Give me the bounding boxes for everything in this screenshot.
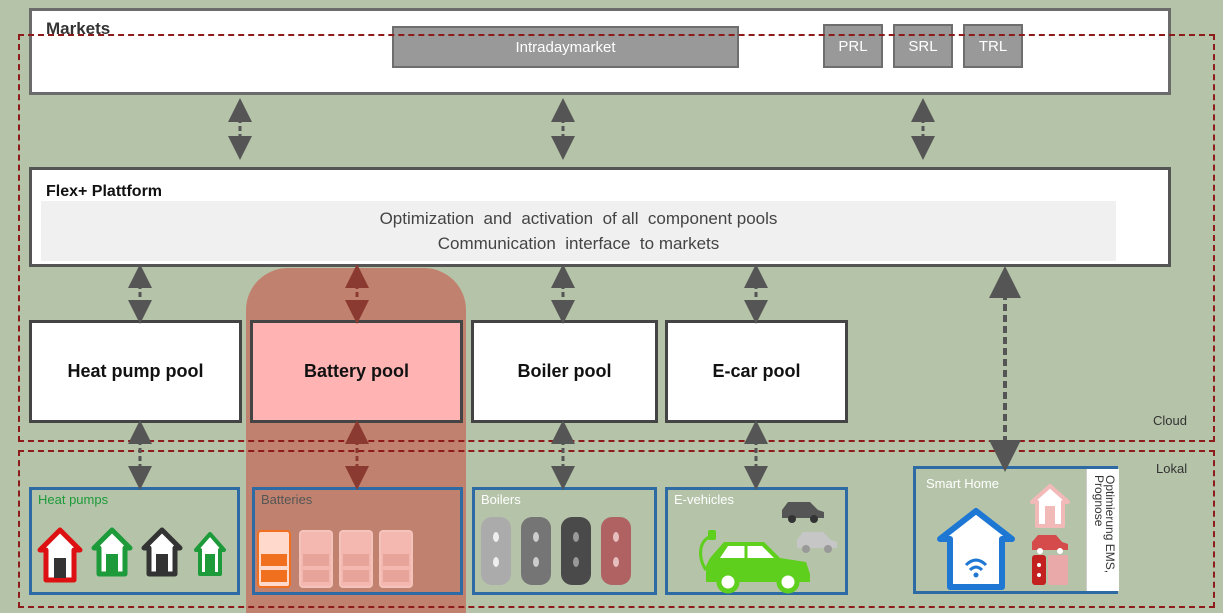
battery-pool[interactable]: Battery pool — [250, 320, 463, 423]
smart-home-label: Smart Home — [926, 476, 999, 491]
small-car-icon — [797, 532, 837, 553]
boiler-icon — [481, 517, 511, 585]
batteries-label: Batteries — [261, 492, 313, 507]
platform-description: Optimization and activation of all compo… — [41, 201, 1116, 261]
intraday-market-button[interactable]: Intradaymarket — [392, 26, 739, 68]
small-house-icon — [1030, 484, 1070, 528]
battery-icon — [257, 530, 291, 588]
local-zone-border — [18, 450, 1215, 608]
battery-icon — [339, 530, 373, 588]
red-device-icon — [1032, 555, 1068, 585]
local-zone-label: Lokal — [1156, 461, 1188, 476]
heat-pump-house-icon — [141, 527, 183, 577]
red-car-icon — [1032, 535, 1068, 554]
cloud-zone-border — [18, 34, 1215, 442]
cloud-zone-label: Cloud — [1153, 413, 1187, 428]
smart-home-side-text: Optimierung EMS, Prognose — [1092, 475, 1117, 574]
srl-button[interactable]: SRL — [893, 24, 953, 68]
smart-home-icon — [937, 508, 1015, 590]
platform-title: Flex+ Plattform — [46, 183, 163, 200]
markets-title: Markets — [46, 19, 111, 38]
trl-button[interactable]: TRL — [963, 24, 1023, 68]
boiler-pool[interactable]: Boiler pool — [471, 320, 658, 423]
platform-panel: Flex+ Plattform Optimization and activat… — [29, 167, 1171, 267]
heat-pump-house-icon — [37, 527, 83, 583]
boiler-icon — [561, 517, 591, 585]
boiler-icon — [601, 517, 631, 585]
evehicles-label: E-vehicles — [674, 492, 734, 507]
platform-line-1: Optimization and activation of all compo… — [379, 209, 778, 228]
boiler-icon — [521, 517, 551, 585]
small-car-icon — [782, 502, 824, 523]
prl-button[interactable]: PRL — [823, 24, 883, 68]
platform-line-2: Communication interface to markets — [437, 234, 720, 253]
heat-pump-house-icon — [194, 532, 226, 576]
heat-pump-house-icon — [91, 527, 133, 577]
heat-pumps-label: Heat pumps — [38, 492, 109, 507]
smart-home-side-panel: Optimierung EMS, Prognose — [1086, 469, 1119, 591]
electric-car-icon — [699, 530, 810, 594]
battery-icon — [299, 530, 333, 588]
battery-icon — [379, 530, 413, 588]
boilers-label: Boilers — [481, 492, 521, 507]
